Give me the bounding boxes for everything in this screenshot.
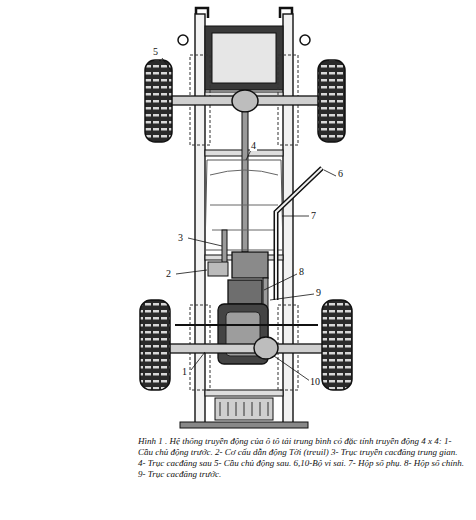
bumper [180, 422, 308, 428]
cab-outline [210, 170, 278, 230]
drawing-part [205, 160, 283, 250]
callout-number: 5 [152, 46, 159, 57]
drawing-part [176, 270, 207, 274]
drawing-part [191, 352, 205, 370]
frame-rail [283, 14, 293, 426]
radiator [215, 398, 273, 420]
front-wheel [322, 300, 352, 390]
tank [205, 26, 283, 90]
rear-propeller-shaft [242, 112, 248, 252]
callout-number: 3 [177, 232, 184, 243]
front-axle [168, 344, 324, 353]
drawing-part [276, 168, 322, 300]
drawing-part [246, 150, 251, 160]
gearbox [228, 280, 262, 304]
rear-wheel [145, 60, 172, 142]
drawing-part [264, 274, 297, 290]
callout-number: 10 [309, 376, 321, 387]
leader-line [162, 58, 336, 381]
drawing-part [188, 238, 222, 246]
rear-light [178, 35, 188, 45]
front-wheel [140, 300, 170, 390]
frame-rail [195, 14, 205, 426]
drawing-part [220, 402, 268, 416]
callout-number: 1 [181, 366, 188, 377]
tie-rod [175, 324, 318, 326]
figure-caption: Hình 1 . Hệ thống truyền động của ô tô t… [138, 436, 464, 480]
drawing-part [324, 170, 336, 176]
drawing-part [270, 294, 314, 300]
drawing-part [282, 216, 309, 217]
winch-drive [208, 262, 228, 276]
callout-number: 8 [298, 266, 305, 277]
drawing-part [162, 58, 172, 72]
drawing-part [274, 356, 310, 381]
tank-panel [212, 33, 276, 83]
callout-number: 9 [315, 287, 322, 298]
callout-number: 4 [250, 140, 257, 151]
transfer-case [232, 252, 268, 278]
exhaust-pipe [276, 168, 322, 300]
callout-number: 6 [337, 168, 344, 179]
callout-number: 2 [165, 268, 172, 279]
tow-hook [196, 8, 292, 18]
rear-wheel [318, 60, 345, 142]
rear-light [300, 35, 310, 45]
callout-number: 7 [310, 210, 317, 221]
rear-differential [232, 90, 258, 112]
front-differential [254, 337, 278, 359]
cross-member [205, 390, 283, 396]
